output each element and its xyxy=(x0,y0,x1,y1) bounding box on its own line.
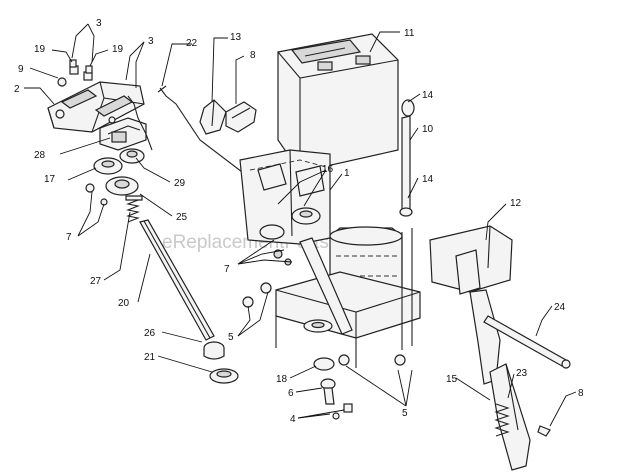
callout-29: 29 xyxy=(174,178,186,189)
callout-2: 2 xyxy=(14,84,20,95)
callout-14: 14 xyxy=(422,90,434,101)
fitting xyxy=(85,183,95,193)
bolt xyxy=(320,378,336,405)
console-panel xyxy=(47,65,145,133)
callout-9: 9 xyxy=(18,64,24,75)
callout-27: 27 xyxy=(90,276,102,287)
callout-7: 7 xyxy=(66,232,72,243)
fastener xyxy=(260,282,272,294)
pedal-bracket xyxy=(429,225,513,295)
upright-post xyxy=(401,228,413,350)
steering-hub xyxy=(105,176,139,196)
callout-10: 10 xyxy=(422,124,434,135)
rod-end xyxy=(157,85,167,93)
bearing-cup xyxy=(209,368,239,384)
callout-6: 6 xyxy=(288,388,294,399)
frame-leg xyxy=(275,316,357,368)
steering-column xyxy=(139,219,215,341)
cable xyxy=(127,95,153,151)
mounting-plate xyxy=(275,271,421,339)
leader-lines xyxy=(24,23,577,427)
callout-3: 3 xyxy=(96,18,102,29)
callout-26: 26 xyxy=(144,328,156,339)
fastener xyxy=(394,354,406,366)
callout-28: 28 xyxy=(34,150,46,161)
callout-24: 24 xyxy=(554,302,566,313)
upper-housing xyxy=(99,117,147,151)
support-rod xyxy=(399,99,415,217)
fastener xyxy=(338,354,350,366)
callout-19: 19 xyxy=(112,44,124,55)
callout-5: 5 xyxy=(402,408,408,419)
lower-bushing xyxy=(203,341,225,360)
return-spring xyxy=(494,403,510,437)
callout-14: 14 xyxy=(422,174,434,185)
bushing xyxy=(93,148,145,175)
callout-17: 17 xyxy=(44,174,56,185)
clip xyxy=(85,65,93,74)
callout-20: 20 xyxy=(118,298,130,309)
callout-8: 8 xyxy=(578,388,584,399)
callout-23: 23 xyxy=(516,368,528,379)
nut xyxy=(332,412,340,420)
washer xyxy=(313,357,335,371)
callout-12: 12 xyxy=(510,198,522,209)
callout-21: 21 xyxy=(144,352,156,363)
callout-13: 13 xyxy=(230,32,242,43)
battery xyxy=(277,33,399,173)
callout-16: 16 xyxy=(322,164,334,175)
pedal-axle xyxy=(483,315,571,369)
knob xyxy=(57,77,67,87)
brace xyxy=(299,237,353,335)
callout-1: 1 xyxy=(344,168,350,179)
callout-19: 19 xyxy=(34,44,46,55)
column-spring xyxy=(125,195,143,223)
callout-3: 3 xyxy=(148,36,154,47)
pedal-pad xyxy=(225,101,257,133)
callout-25: 25 xyxy=(176,212,188,223)
callout-8: 8 xyxy=(250,50,256,61)
callout-22: 22 xyxy=(186,38,198,49)
pedal-arm xyxy=(469,289,531,471)
callout-7: 7 xyxy=(224,264,230,275)
callout-4: 4 xyxy=(290,414,296,425)
callout-15: 15 xyxy=(446,374,458,385)
callout-labels: 11 3 19 19 3 22 13 8 9 2 14 10 28 16 1 1… xyxy=(14,18,584,425)
callout-11: 11 xyxy=(404,28,415,39)
control-bracket xyxy=(199,99,227,135)
callout-18: 18 xyxy=(276,374,288,385)
nut xyxy=(343,403,353,413)
clevis-pin xyxy=(537,425,551,437)
clip xyxy=(69,59,77,68)
callout-5: 5 xyxy=(228,332,234,343)
fastener xyxy=(242,296,254,308)
